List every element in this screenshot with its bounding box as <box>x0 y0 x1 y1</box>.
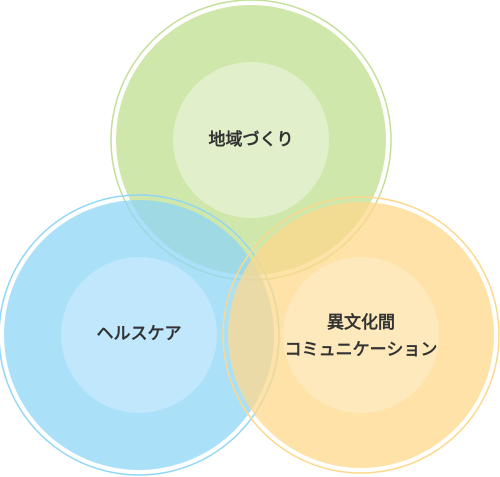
circle-healthcare-inner <box>61 257 217 413</box>
label-intercultural-line-1: 異文化間 <box>327 312 395 333</box>
label-intercultural-line-2: コミュニケーション <box>285 340 438 360</box>
circle-intercultural <box>222 196 500 474</box>
label-healthcare: ヘルスケア <box>97 324 182 344</box>
circle-healthcare <box>0 194 280 476</box>
circle-intercultural-outer-ring <box>222 196 500 474</box>
circle-community-inner <box>173 62 329 218</box>
circle-intercultural-inner <box>283 257 439 413</box>
circle-community <box>110 0 392 281</box>
label-community: 地域づくり <box>209 129 294 150</box>
